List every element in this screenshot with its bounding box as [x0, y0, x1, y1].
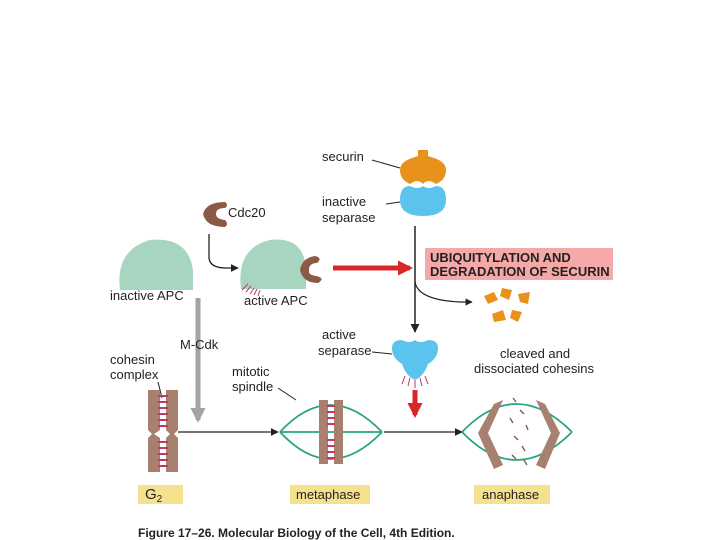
active-apc-shape [240, 239, 322, 289]
ubiquitylation-banner [425, 248, 613, 280]
active-separase-label-2: separase [318, 343, 371, 358]
securin-label: securin [322, 149, 364, 164]
ubiquitin-marks [241, 283, 261, 297]
anaphase-stage-box [474, 485, 550, 504]
metaphase-spindle [279, 404, 383, 460]
inactive-separase-shape [400, 186, 446, 216]
active-separase-label-1: active [322, 327, 356, 342]
anaphase-spindle [461, 403, 573, 461]
active-apc-label: active APC [244, 293, 308, 308]
cdc20-binding-arrow [208, 234, 239, 272]
mitotic-spindle-label-2: spindle [232, 379, 273, 394]
cleaved-cohesins-label-2: dissociated cohesins [474, 361, 594, 376]
active-separase-shape [392, 340, 438, 380]
mitotic-spindle-label-1: mitotic [232, 364, 270, 379]
metaphase-stage-label: metaphase [296, 487, 360, 502]
metaphase-chromosome [319, 400, 343, 464]
anaphase-chromosomes [478, 400, 560, 469]
cdc20-shape [203, 202, 227, 227]
cohesin-complex-label-1: cohesin [110, 352, 155, 367]
inactive-apc-shape [119, 239, 193, 290]
figure-caption: Figure 17–26. Molecular Biology of the C… [138, 526, 455, 540]
cleavage-marks [401, 375, 429, 388]
ubiquitylation-label-2: DEGRADATION OF SECURIN [430, 264, 610, 279]
inactive-apc-label: inactive APC [110, 288, 184, 303]
cleaved-cohesins-label-1: cleaved and [500, 346, 570, 361]
inactive-separase-pointer [385, 201, 401, 205]
g2-chromosome [148, 390, 178, 472]
anaphase-stage-label: anaphase [482, 487, 539, 502]
cdc20-label: Cdc20 [228, 205, 266, 220]
g2-stage-box [138, 485, 183, 504]
securin-pointer [371, 159, 401, 169]
inactive-separase-label-2: separase [322, 210, 375, 225]
securin-degradation-arrow [414, 281, 473, 306]
active-separase-pointer [371, 351, 393, 355]
inactive-separase-label-1: inactive [322, 194, 366, 209]
securin-shape [400, 150, 446, 184]
securin-fragments [484, 288, 530, 322]
metaphase-stage-box [290, 485, 370, 504]
ubiquitylation-label-1: UBIQUITYLATION AND [430, 250, 571, 265]
cleaved-cohesin-fragments [509, 397, 529, 466]
mitotic-spindle-pointer [277, 387, 297, 401]
cohesin-complex-label-2: complex [110, 367, 159, 382]
g2-stage-label: G2 [145, 486, 163, 505]
m-cdk-label: M-Cdk [180, 337, 219, 352]
